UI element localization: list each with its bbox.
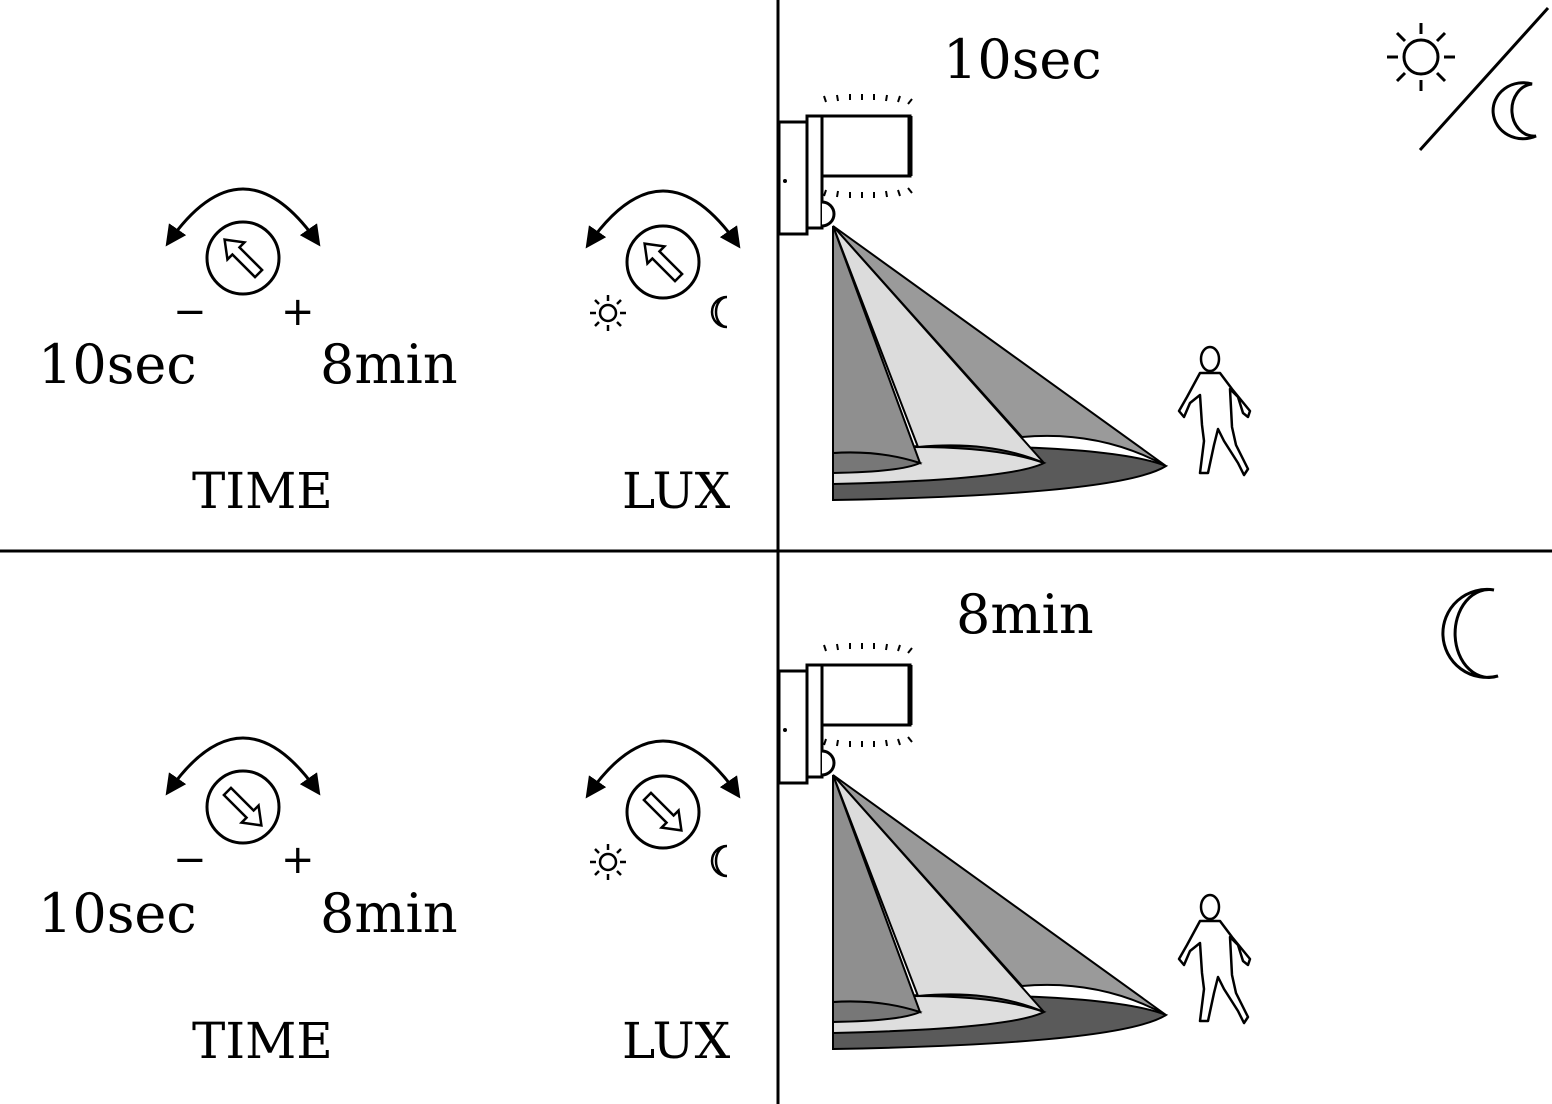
time-label: TIME [192,1012,333,1070]
knob-pointer-icon [223,238,264,279]
time-min-value: 10sec [38,333,197,396]
rotate-arrow-icon [585,189,741,249]
rotate-arrow-icon [165,187,321,247]
time-plus-label: + [281,289,315,335]
time-max-value: 8min [320,882,458,945]
detection-cones [832,774,1169,1051]
lux-dial: LUX [585,739,741,1070]
rotate-arrow-icon [165,736,321,796]
time-minus-label: − [173,837,207,883]
sun-icon [590,295,626,331]
time-plus-label: + [281,837,315,883]
cone-mid [832,774,1045,1013]
scene: 10sec [777,6,1550,502]
sensor-light-fixture [777,94,913,236]
lux-knob [625,224,701,300]
moon-icon [1441,587,1499,680]
cone-inner [832,225,922,465]
time-min-value: 10sec [38,882,197,945]
person-icon [1177,345,1252,477]
time-knob [205,769,281,845]
person-icon [1177,893,1252,1025]
time-minus-label: − [173,289,207,335]
sun-moon-icon [1387,6,1550,152]
lux-dial: LUX [585,189,741,520]
light-glow-icon [823,94,913,198]
sun-icon [590,844,626,880]
time-max-value: 8min [320,333,458,396]
knob-pointer-icon [643,242,684,283]
knob-pointer-icon [642,791,683,832]
scene: 8min [777,583,1499,1051]
sensor-light-fixture [777,643,913,785]
light-glow-icon [823,643,913,747]
time-dial: − + 10sec 8min TIME [38,736,458,1070]
cone-outer [832,774,1167,1016]
panel-bottom: − + 10sec 8min TIME LUX 8min [38,583,1499,1070]
moon-icon [710,295,728,329]
duration-label: 10sec [943,28,1102,91]
lux-label: LUX [622,462,731,520]
rotate-arrow-icon [585,739,741,799]
cone-inner [832,774,922,1014]
lux-knob [625,774,701,850]
moon-icon [710,844,728,878]
time-knob [205,220,281,296]
time-dial: − + 10sec 8min TIME [38,187,458,520]
knob-pointer-icon [222,786,263,827]
cone-outer [832,225,1167,467]
panel-top: − + 10sec 8min TIME LUX 10sec [38,6,1550,520]
cone-mid [832,225,1045,464]
lux-label: LUX [622,1012,731,1070]
time-label: TIME [192,462,333,520]
detection-cones [832,225,1169,502]
duration-label: 8min [956,583,1094,646]
